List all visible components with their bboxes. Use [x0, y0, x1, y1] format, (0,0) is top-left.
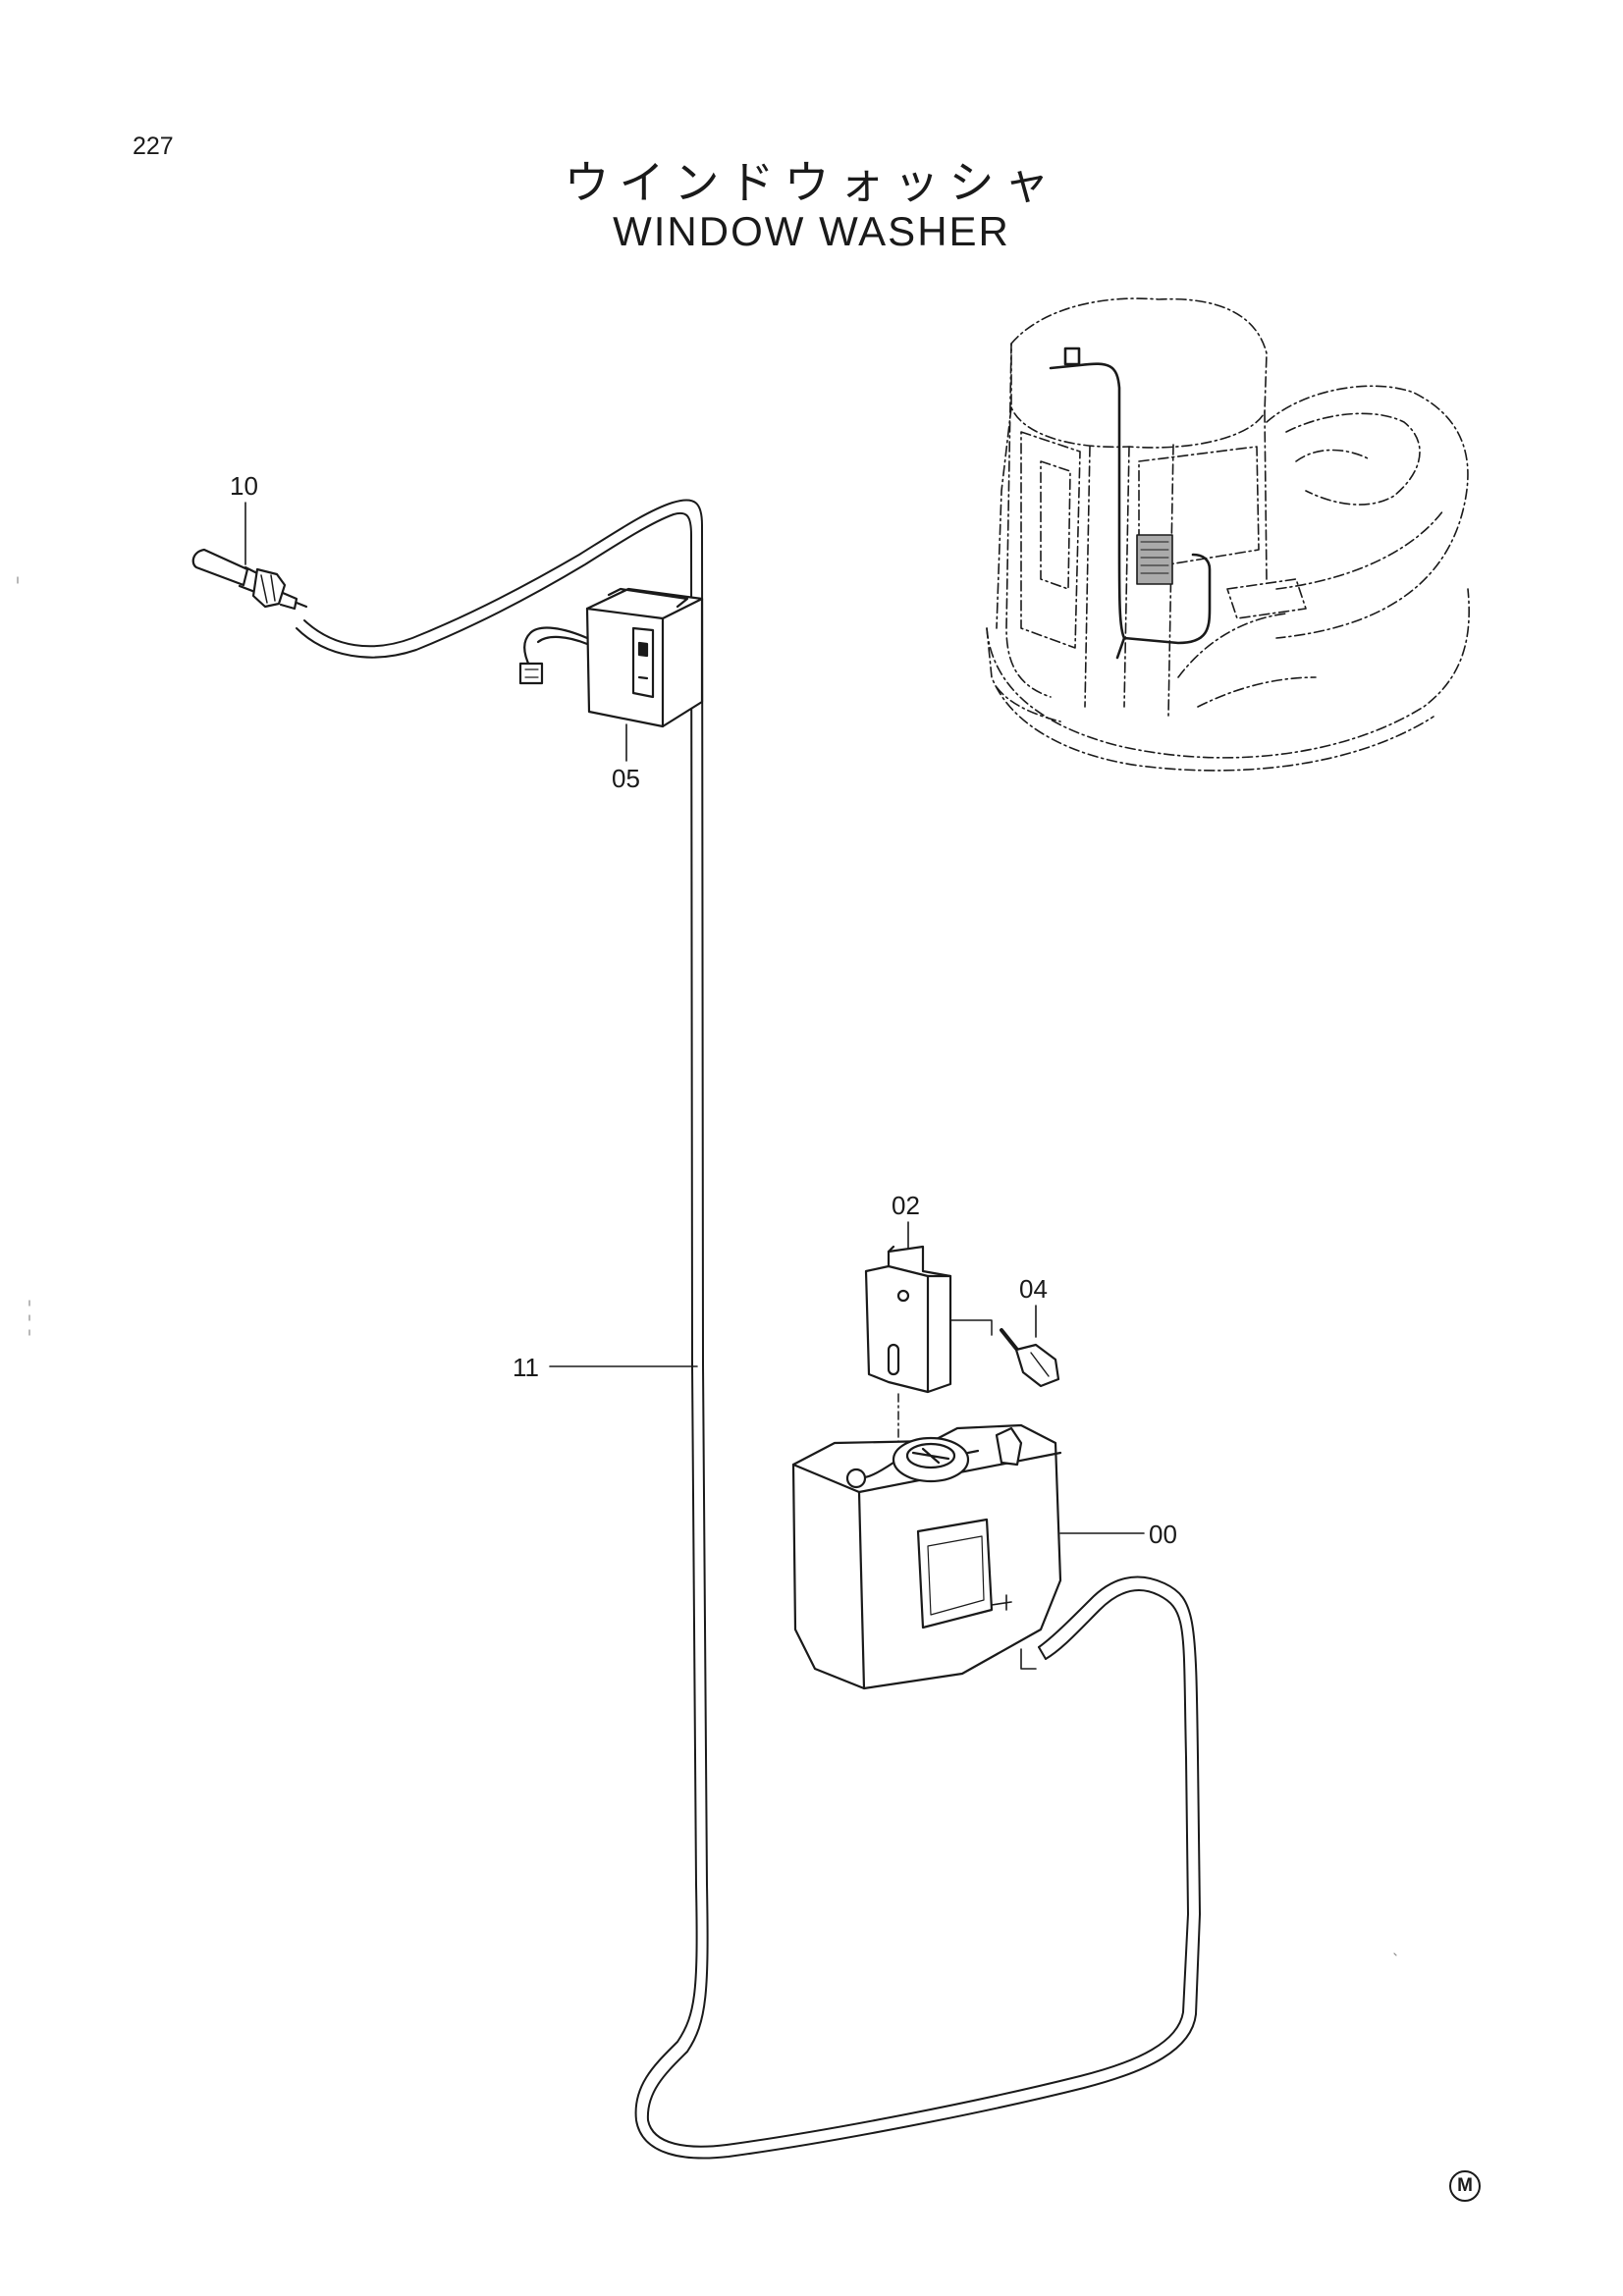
callout-number-nozzle: 10 [230, 471, 258, 501]
cab-overview-illustration [986, 297, 1470, 772]
tank-bracket [864, 1245, 993, 1444]
callout-number-bracket: 02 [892, 1191, 920, 1220]
page-title-english: WINDOW WASHER [613, 208, 1010, 254]
washer-switch [518, 587, 704, 728]
page-title-japanese: ウインドウォッシャ [564, 156, 1059, 209]
manufacturer-mark: M [1449, 2170, 1481, 2202]
washer-tank [791, 1423, 1062, 1690]
page-number: 227 [133, 133, 174, 160]
washer-nozzle [191, 548, 308, 611]
mounting-bolt [1000, 1328, 1060, 1388]
callout-number-bolt: 04 [1019, 1274, 1048, 1304]
callout-number-tank: 00 [1149, 1520, 1177, 1549]
scan-marks [17, 576, 1397, 1956]
callout-number-hose: 11 [513, 1353, 539, 1382]
callout-number-switch: 05 [612, 764, 640, 793]
washer-hose [296, 499, 1201, 2160]
cab-washer-wiring [1049, 347, 1212, 660]
